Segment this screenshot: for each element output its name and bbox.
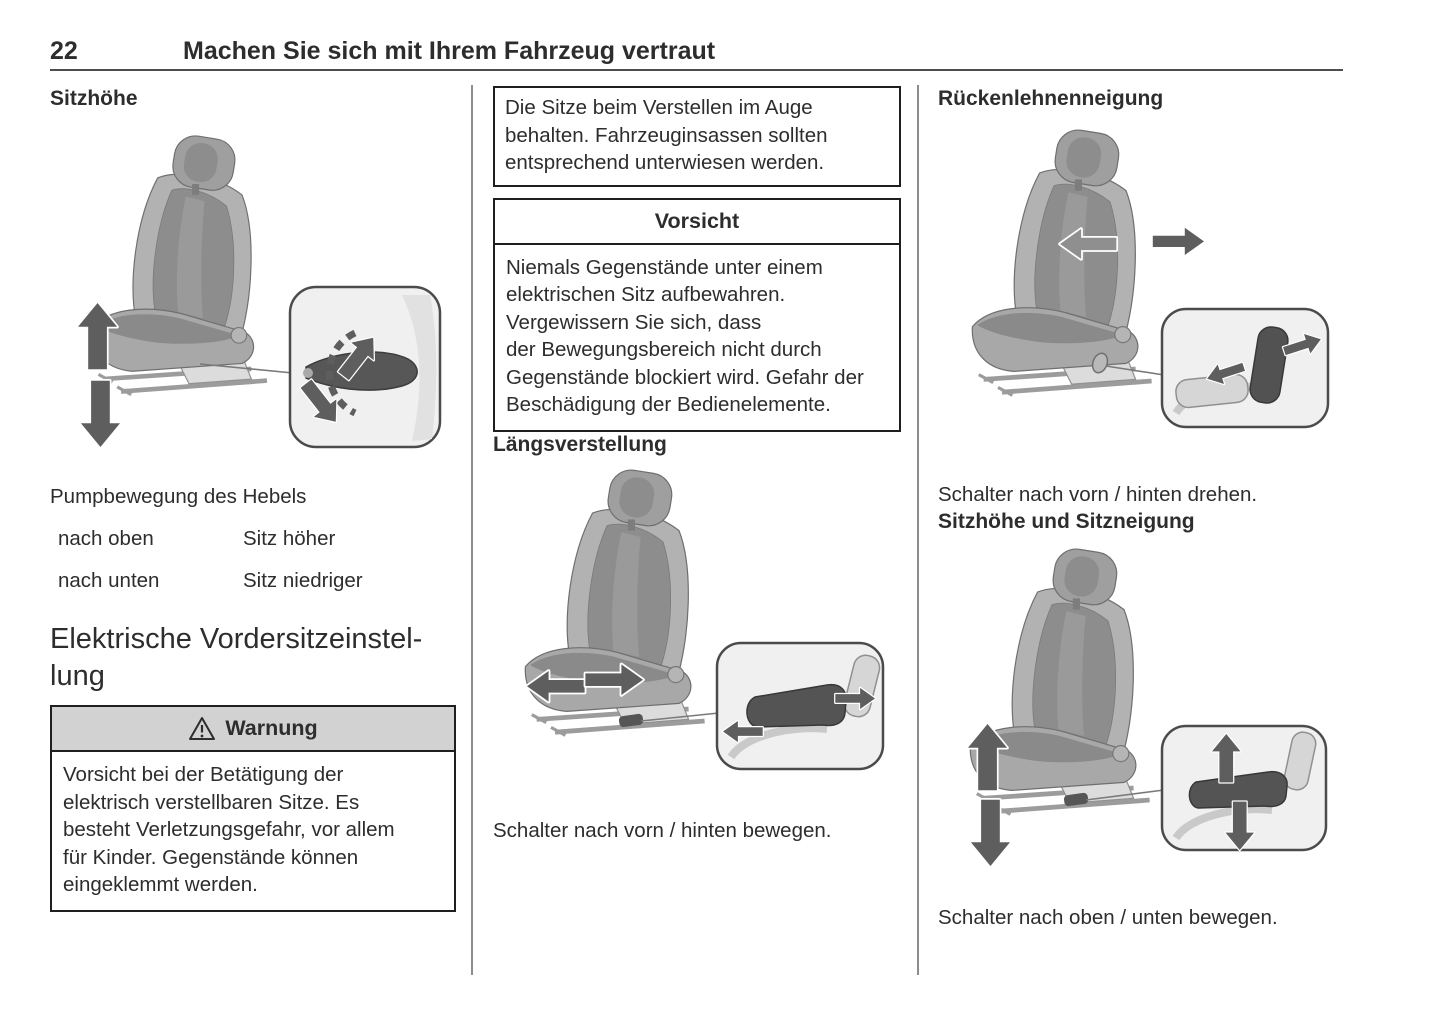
longitudinal-caption: Schalter nach vorn / hinten bewegen. xyxy=(493,818,832,842)
table-cell-action: nach unten xyxy=(58,569,160,592)
longitudinal-heading: Längsverstellung xyxy=(493,432,667,456)
table-cell-action: nach oben xyxy=(58,527,154,550)
table-row: nach oben Sitz höher xyxy=(50,525,456,553)
left-column: Sitzhöhe Pumpbewegung des Hebels nach ob… xyxy=(50,86,456,912)
warning-box: Warnung Vorsicht bei der Betätigung der … xyxy=(50,705,456,912)
table-cell-result: Sitz niedriger xyxy=(243,569,363,592)
warning-title: Warnung xyxy=(225,716,318,740)
caution-body: Niemals Gegenstände unter einem elektris… xyxy=(506,255,864,417)
caution-box-header: Vorsicht xyxy=(495,200,899,245)
page-number: 22 xyxy=(50,37,78,65)
table-row: nach unten Sitz niedriger xyxy=(50,567,456,595)
pump-lever-text: Pumpbewegung des Hebels xyxy=(50,485,307,508)
chapter-title: Machen Sie sich mit Ihrem Fahrzeug vertr… xyxy=(183,37,716,65)
table-cell-result: Sitz höher xyxy=(243,527,336,550)
caution-box: Vorsicht Niemals Gegenstände unter einem… xyxy=(493,197,901,432)
seat-height-adjustment-figure xyxy=(76,117,442,449)
note-box: Die Sitze beim Verstellen im Auge behalt… xyxy=(493,86,901,187)
backrest-tilt-figure xyxy=(938,117,1330,429)
backrest-caption: Schalter nach vorn / hinten drehen. xyxy=(938,483,1258,506)
seat-height-tilt-figure xyxy=(966,540,1328,868)
backrest-heading: Rückenlehnenneigung xyxy=(938,87,1164,110)
middle-column: Die Sitze beim Verstellen im Auge behalt… xyxy=(493,86,901,845)
height-tilt-caption: Schalter nach oben / unten bewegen. xyxy=(938,906,1278,929)
column-divider xyxy=(917,85,919,975)
column-divider xyxy=(471,85,473,975)
header-rule xyxy=(50,69,1343,71)
seat-longitudinal-adjustment-figure xyxy=(493,463,885,770)
electric-seat-heading: Elektrische Vordersitzeinstel- lung xyxy=(50,623,423,692)
warning-body: Vorsicht bei der Betätigung der elektris… xyxy=(63,763,395,896)
right-column: Rückenlehnenneigung Schalter nach vorn /… xyxy=(938,86,1345,932)
seat-height-heading: Sitzhöhe xyxy=(50,87,138,110)
warning-triangle-icon xyxy=(189,717,216,740)
warning-box-header: Warnung xyxy=(52,707,454,752)
height-tilt-heading: Sitzhöhe und Sitzneigung xyxy=(938,510,1195,533)
